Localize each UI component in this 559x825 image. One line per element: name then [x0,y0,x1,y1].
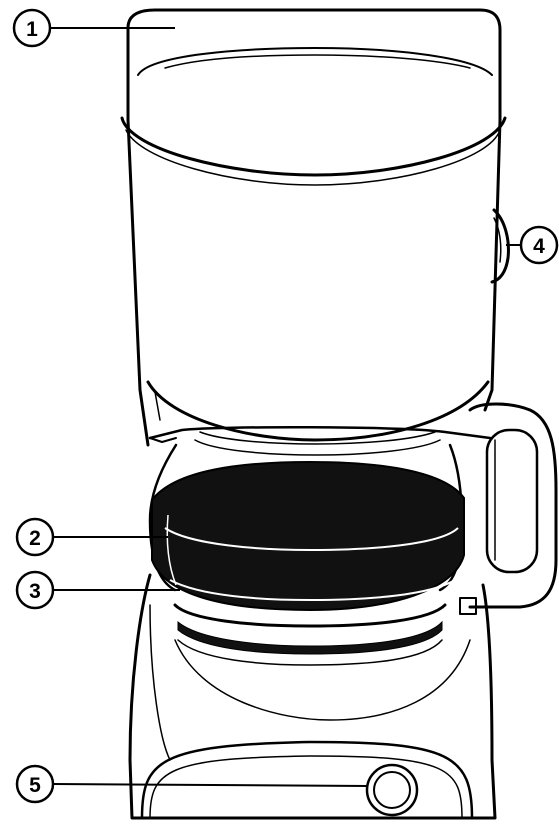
warming-plate [173,603,447,666]
callout-1-number: 1 [26,18,38,41]
carafe-handle [459,402,558,615]
callout-4: 4 [506,225,559,265]
callout-5-number: 5 [29,774,41,797]
callout-2: 2 [15,517,168,557]
callout-5: 5 [15,764,369,804]
callout-3: 3 [15,570,180,610]
base-housing [128,573,497,820]
water-level-window [490,208,510,284]
callout-1: 1 [12,8,175,48]
callout-2-number: 2 [29,527,41,550]
callout-3-number: 3 [29,580,41,603]
power-switch [365,763,419,817]
glass-carafe [148,425,492,612]
callout-4-number: 4 [533,235,545,258]
control-panel [140,740,474,820]
coffee-liquid [151,460,465,612]
water-reservoir [120,8,507,447]
